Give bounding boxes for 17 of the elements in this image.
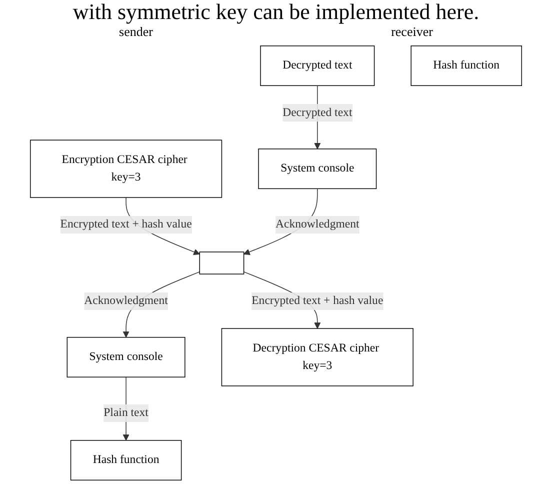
node-box: System console	[66, 336, 186, 378]
edge-label: Acknowledgment	[84, 294, 168, 308]
column-heading: sender	[118, 24, 154, 40]
node-box: Decryption CESAR cipher key=3	[221, 328, 414, 386]
edge-label: Acknowledgment	[276, 218, 360, 231]
node-box: Encryption CESAR cipher key=3	[30, 140, 222, 198]
edge-label: Encrypted text + hash value	[60, 218, 192, 231]
edge-label: Plain text	[104, 406, 148, 420]
node-box	[199, 252, 244, 274]
node-box: Hash function	[70, 440, 182, 480]
column-heading: receiver	[390, 24, 434, 40]
edge-label: Decrypted text	[282, 106, 352, 119]
edge-label: Encrypted text + hash value	[252, 294, 384, 308]
body-text: with symmetric key can be implemented here.	[72, 0, 480, 24]
node-box: System console	[258, 148, 377, 190]
node-box: Hash function	[410, 46, 522, 86]
node-box: Decrypted text	[260, 46, 375, 86]
